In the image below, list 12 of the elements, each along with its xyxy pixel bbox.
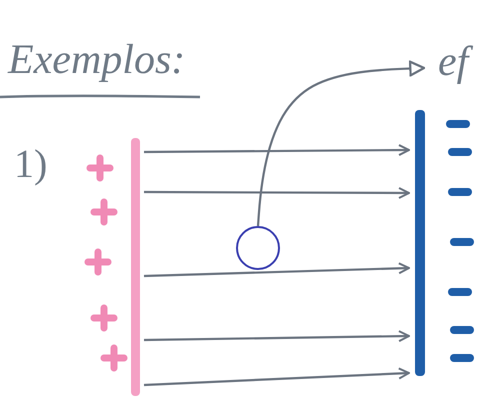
- item-number: 1): [14, 140, 48, 187]
- charge-circle: [236, 226, 280, 270]
- title: Exemplos:: [8, 36, 186, 84]
- arrow: [256, 60, 426, 226]
- arrow: [144, 367, 410, 386]
- effect-label: ef: [438, 40, 494, 90]
- positive-plate: [131, 138, 140, 396]
- negative-plate: [415, 110, 425, 376]
- arrow: [144, 186, 410, 199]
- arrow: [144, 144, 410, 156]
- arrow: [144, 262, 410, 278]
- arrow: [144, 330, 410, 342]
